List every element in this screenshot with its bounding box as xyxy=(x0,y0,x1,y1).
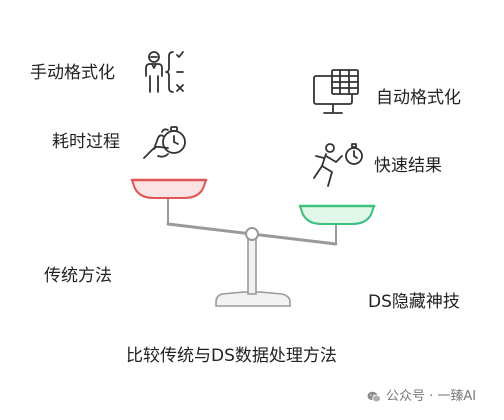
running-stopwatch-icon xyxy=(313,143,363,187)
computer-spreadsheet-icon xyxy=(313,69,359,114)
wechat-icon xyxy=(367,391,381,403)
person-checklist-icon xyxy=(145,51,184,93)
right-pan xyxy=(298,204,376,225)
auto-formatting-label: 自动格式化 xyxy=(376,88,461,108)
watermark: 公众号 · 一臻AI xyxy=(367,389,476,405)
manual-formatting-label: 手动格式化 xyxy=(30,63,115,83)
scale-pivot xyxy=(245,227,259,241)
hand-stopwatch-icon xyxy=(143,126,186,159)
time-consuming-label: 耗时过程 xyxy=(52,132,120,152)
watermark-text: 公众号 · 一臻AI xyxy=(386,389,477,404)
diagram-caption: 比较传统与DS数据处理方法 xyxy=(126,346,337,366)
scale-post xyxy=(247,237,257,295)
fast-results-label: 快速结果 xyxy=(374,156,442,176)
ds-hidden-skill-label: DS隐藏神技 xyxy=(368,292,460,312)
left-pan xyxy=(130,178,208,199)
traditional-method-label: 传统方法 xyxy=(44,266,112,286)
scale-base xyxy=(215,291,291,307)
